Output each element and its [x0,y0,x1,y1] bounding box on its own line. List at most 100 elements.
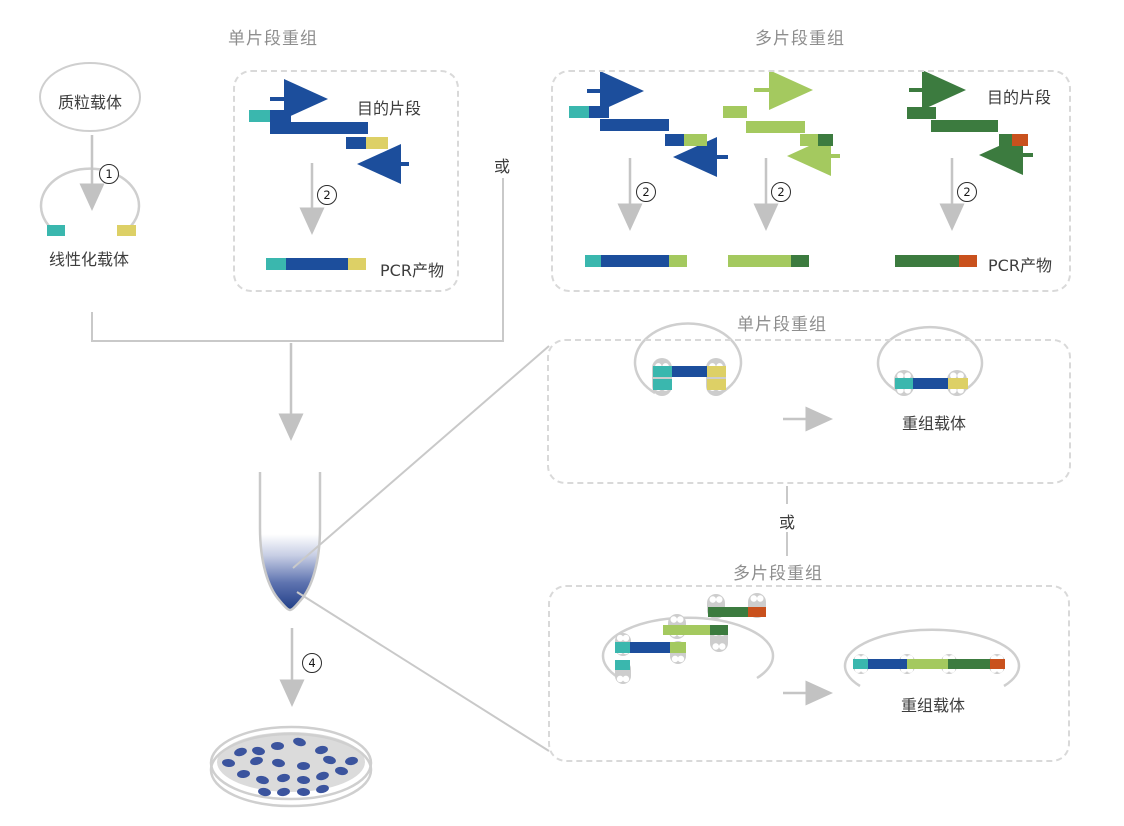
petri-dish [209,725,373,808]
fragment-segment [672,366,707,377]
fragment-segment [286,258,348,270]
or-label-2: 或 [778,513,796,532]
fragment-segment [818,134,833,146]
primer-fragment [800,134,833,146]
colony-dot [271,742,284,750]
pcr-product-label-2: PCR产物 [988,256,1052,275]
fragment-segment [669,255,687,267]
pcr-product-bar [585,255,687,267]
pcr-product-bar [728,255,809,267]
fragment-segment [653,366,672,377]
recombination-site-capsule [652,358,672,396]
single-fragment-pcr-box [233,70,459,292]
primer-fragment [249,110,291,122]
plasmid-vector-label: 质粒载体 [57,93,123,112]
single-recomb-result-vector-arc [876,325,984,394]
fragment-segment [117,225,136,236]
fragment-segment [346,137,366,149]
insert-fragment [615,642,686,653]
insert-fragment [653,366,726,377]
fragment-segment [707,379,726,390]
insert-fragment [663,625,728,635]
fragment-segment [270,110,291,122]
fragment-segment [366,137,388,149]
fragment-segment [710,625,728,635]
primer-fragment [723,106,747,118]
step-4-badge: 4 [302,653,322,673]
fragment-segment [728,255,791,267]
vector-end-fragment [615,660,630,670]
recomb-vector-label-2: 重组载体 [900,696,966,715]
fragment-segment [931,120,998,132]
fragment-segment [600,119,669,131]
vector-end-fragment [653,379,672,390]
target-fragment-label-2: 目的片段 [986,88,1052,107]
template-fragment [270,122,368,134]
fragment-segment [913,378,948,389]
fragment-segment [249,110,270,122]
title-single-fragment-recomb: 单片段重组 [737,315,827,335]
fragment-segment [601,255,669,267]
fragment-segment [615,660,630,670]
fragment-segment [895,255,959,267]
linearized-vector-arc [39,167,141,235]
colony-dot [297,762,310,770]
single-recomb-left-vector-arc [633,322,743,395]
fragment-segment [47,225,65,236]
fragment-segment [748,607,766,617]
recombined-insert-bar [895,378,968,389]
vector-end-fragment [707,379,726,390]
multi-recomb-left-vector-arc [601,616,775,680]
fragment-segment [653,379,672,390]
fragment-segment [948,378,968,389]
connector-lines [91,178,788,556]
pcr-product-bar [895,255,977,267]
title-multi-fragment-pcr: 多片段重组 [755,29,845,49]
vector-end-fragment [117,225,136,236]
fragment-segment [746,121,805,133]
fragment-segment [999,134,1012,146]
fragment-segment [948,659,990,669]
fragment-segment [907,107,936,119]
fragment-segment [990,659,1005,669]
fragment-segment [589,106,609,118]
plasmid-circle [39,62,141,132]
fragment-segment [569,106,589,118]
fragment-segment [663,625,710,635]
step-2-badge: 2 [636,182,656,202]
primer-arrows [270,70,1033,184]
multi-fragment-recomb-box [548,585,1070,762]
fragment-segment [270,122,368,134]
or-label-1: 或 [493,157,511,176]
primer-fragment [346,137,388,149]
template-fragment [600,119,669,131]
fragment-segment [585,255,601,267]
fragment-segment [907,659,948,669]
fragment-segment [707,366,726,377]
step-2-badge: 2 [957,182,977,202]
fragment-segment [959,255,977,267]
fragment-segment [868,659,907,669]
pcr-product-bar [266,258,366,270]
recombined-insert-bar [853,659,1005,669]
primer-fragment [907,107,936,119]
title-multi-fragment-recomb: 多片段重组 [733,564,823,584]
target-fragment-label-1: 目的片段 [356,99,422,118]
pcr-product-label-1: PCR产物 [380,261,444,280]
title-single-fragment-pcr: 单片段重组 [228,29,318,49]
fragment-segment [708,607,748,617]
recomb-vector-label-1: 重组载体 [901,414,967,433]
fragment-segment [723,106,747,118]
primer-fragment [999,134,1028,146]
fragment-segment [615,642,630,653]
insert-fragment [708,607,766,617]
multi-recomb-result-vector-arc [843,628,1021,688]
primer-fragment [665,134,707,146]
step-1-badge: 1 [99,164,119,184]
fragment-segment [1012,134,1028,146]
fragment-segment [348,258,366,270]
multi-fragment-pcr-box [551,70,1071,292]
step-2-badge: 2 [317,185,337,205]
